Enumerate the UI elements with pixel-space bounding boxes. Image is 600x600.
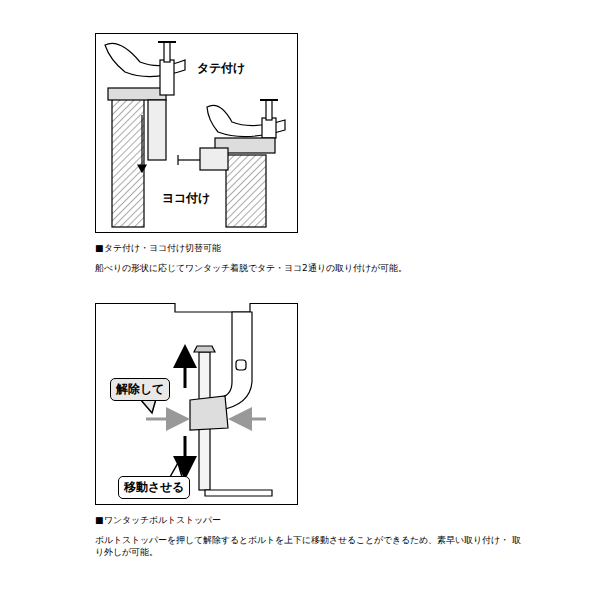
description-text: 船べりの形状に応じてワンタッチ着脱でタテ・ヨコ2通りの取り付けが可能。 xyxy=(95,262,407,274)
panel-frame xyxy=(96,304,298,505)
callout-text: 解除して xyxy=(116,381,164,398)
section-heading: ■タテ付け・ヨコ付け切替可能 xyxy=(95,242,221,254)
bolt-stopper-figure xyxy=(175,303,272,496)
section-heading: ■ワンタッチボルトストッパー xyxy=(95,514,221,526)
mount-label: タテ付け xyxy=(197,60,245,76)
callout-bubble: 解除して xyxy=(110,378,170,401)
callout-bubble: 移動させる xyxy=(118,476,190,499)
callout-text: 移動させる xyxy=(124,479,184,496)
direction-arrows xyxy=(146,356,266,468)
horizontal-mount-figure xyxy=(178,100,285,227)
panel-frame xyxy=(96,34,298,233)
mount-label: ヨコ付け xyxy=(162,190,210,206)
description-text: ボルトストッパーを押して解除するとボルトを上下に移動させることができるため、素早… xyxy=(95,534,525,558)
callout-tails xyxy=(140,399,182,477)
